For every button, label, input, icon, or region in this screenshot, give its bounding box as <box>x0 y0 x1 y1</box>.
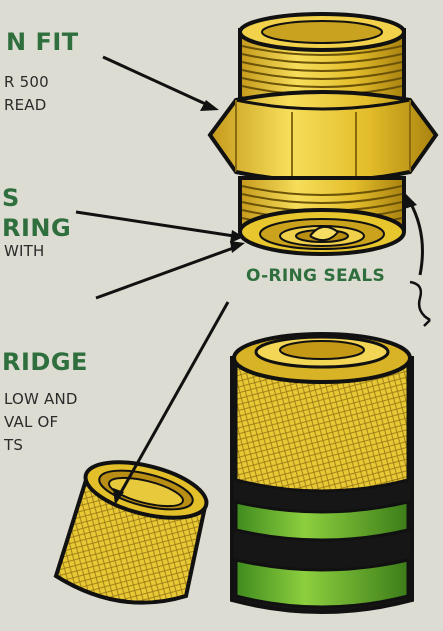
callout-top-heading: N FIT <box>6 28 79 56</box>
callout-middle-line1: WITH <box>4 240 45 263</box>
callout-bottom-line2: VAL OF <box>4 411 58 434</box>
oring-seals-label: O-RING SEALS <box>246 266 385 286</box>
lower-fitting <box>232 334 412 612</box>
callout-top-line2: READ <box>4 94 47 117</box>
callout-bottom-heading: RIDGE <box>2 348 88 376</box>
callout-bottom-line3: TS <box>4 434 23 457</box>
callout-top-line1: R 500 <box>4 71 49 94</box>
callout-middle-heading1: S <box>2 184 20 212</box>
hex-nut <box>210 92 436 184</box>
callout-bottom-line1: LOW AND <box>4 388 78 411</box>
cartridge-cap <box>56 452 212 603</box>
fitting-bottom-opening <box>240 210 404 254</box>
oring-bracket <box>410 282 430 326</box>
callout-middle-heading2: RING <box>2 214 71 242</box>
